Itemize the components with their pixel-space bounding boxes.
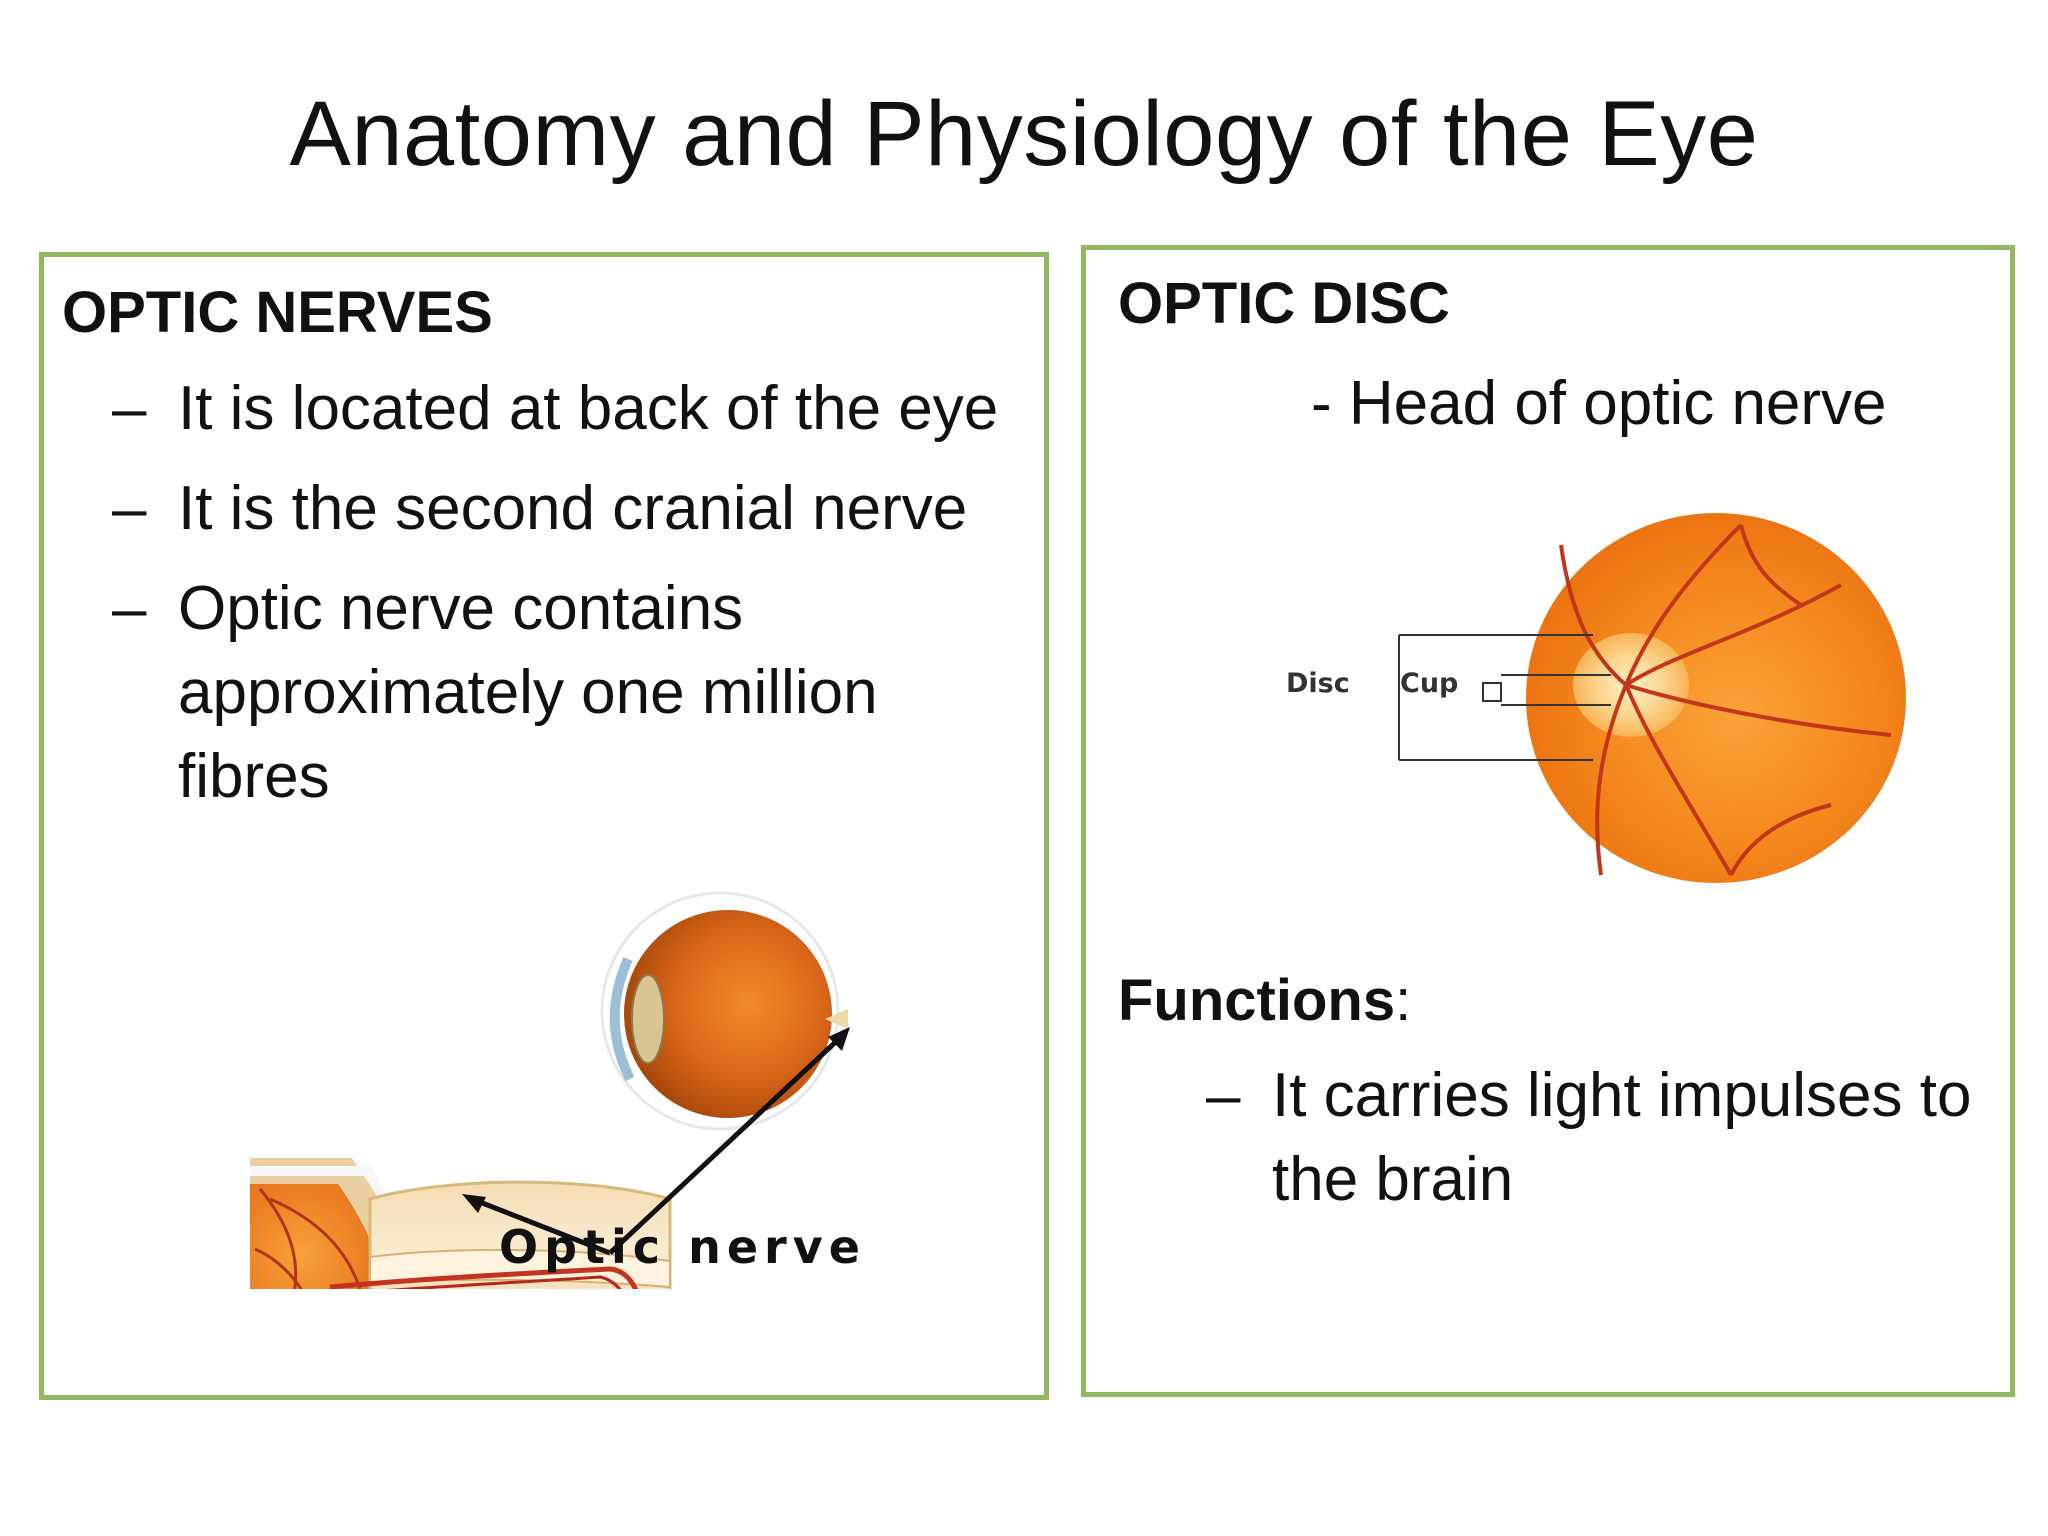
bullet-text: It is located at back of the eye <box>178 374 999 443</box>
cup-label: Cup <box>1400 668 1459 699</box>
optic-nerves-heading: OPTIC NERVES <box>62 280 493 345</box>
optic-nerves-bullets: – It is located at back of the eye – It … <box>112 367 1032 835</box>
bullet-fibres: – Optic nerve contains approximately one… <box>112 574 878 811</box>
optic-disc-subtext: - Head of optic nerve <box>1311 369 1887 438</box>
functions-label-text: Functions <box>1118 968 1396 1033</box>
functions-colon: : <box>1395 968 1412 1033</box>
bullet-location: – It is located at back of the eye <box>112 374 999 443</box>
bullet-text-line: fibres <box>178 742 330 811</box>
bullet-cranial: – It is the second cranial nerve <box>112 474 968 543</box>
bullet-text-line: It carries light impulses to <box>1272 1061 1972 1130</box>
functions-label: Functions: <box>1118 967 1411 1034</box>
slide-title: Anatomy and Physiology of the Eye <box>289 83 1759 185</box>
disc-label: Disc <box>1286 668 1350 699</box>
bullet-text-line: the brain <box>1272 1145 1514 1214</box>
functions-bullets: – It carries light impulses to the brain <box>1206 1054 2006 1238</box>
bullet-function: – It carries light impulses to the brain <box>1206 1061 1972 1214</box>
bullet-text: It is the second cranial nerve <box>178 474 968 543</box>
bullet-text-line: approximately one million <box>178 658 878 727</box>
optic-disc-panel: OPTIC DISC - Head of optic nerve <box>1081 245 2015 1397</box>
optic-disc-heading: OPTIC DISC <box>1118 271 1450 336</box>
bullet-text-line: Optic nerve contains <box>178 574 744 643</box>
optic-nerves-panel: OPTIC NERVES – It is located at back of … <box>39 252 1049 1400</box>
retina-fundus-illustration <box>1271 505 1911 905</box>
optic-nerve-caption: Optic nerve <box>499 1220 866 1274</box>
eye-optic-nerve-illustration <box>250 869 890 1289</box>
